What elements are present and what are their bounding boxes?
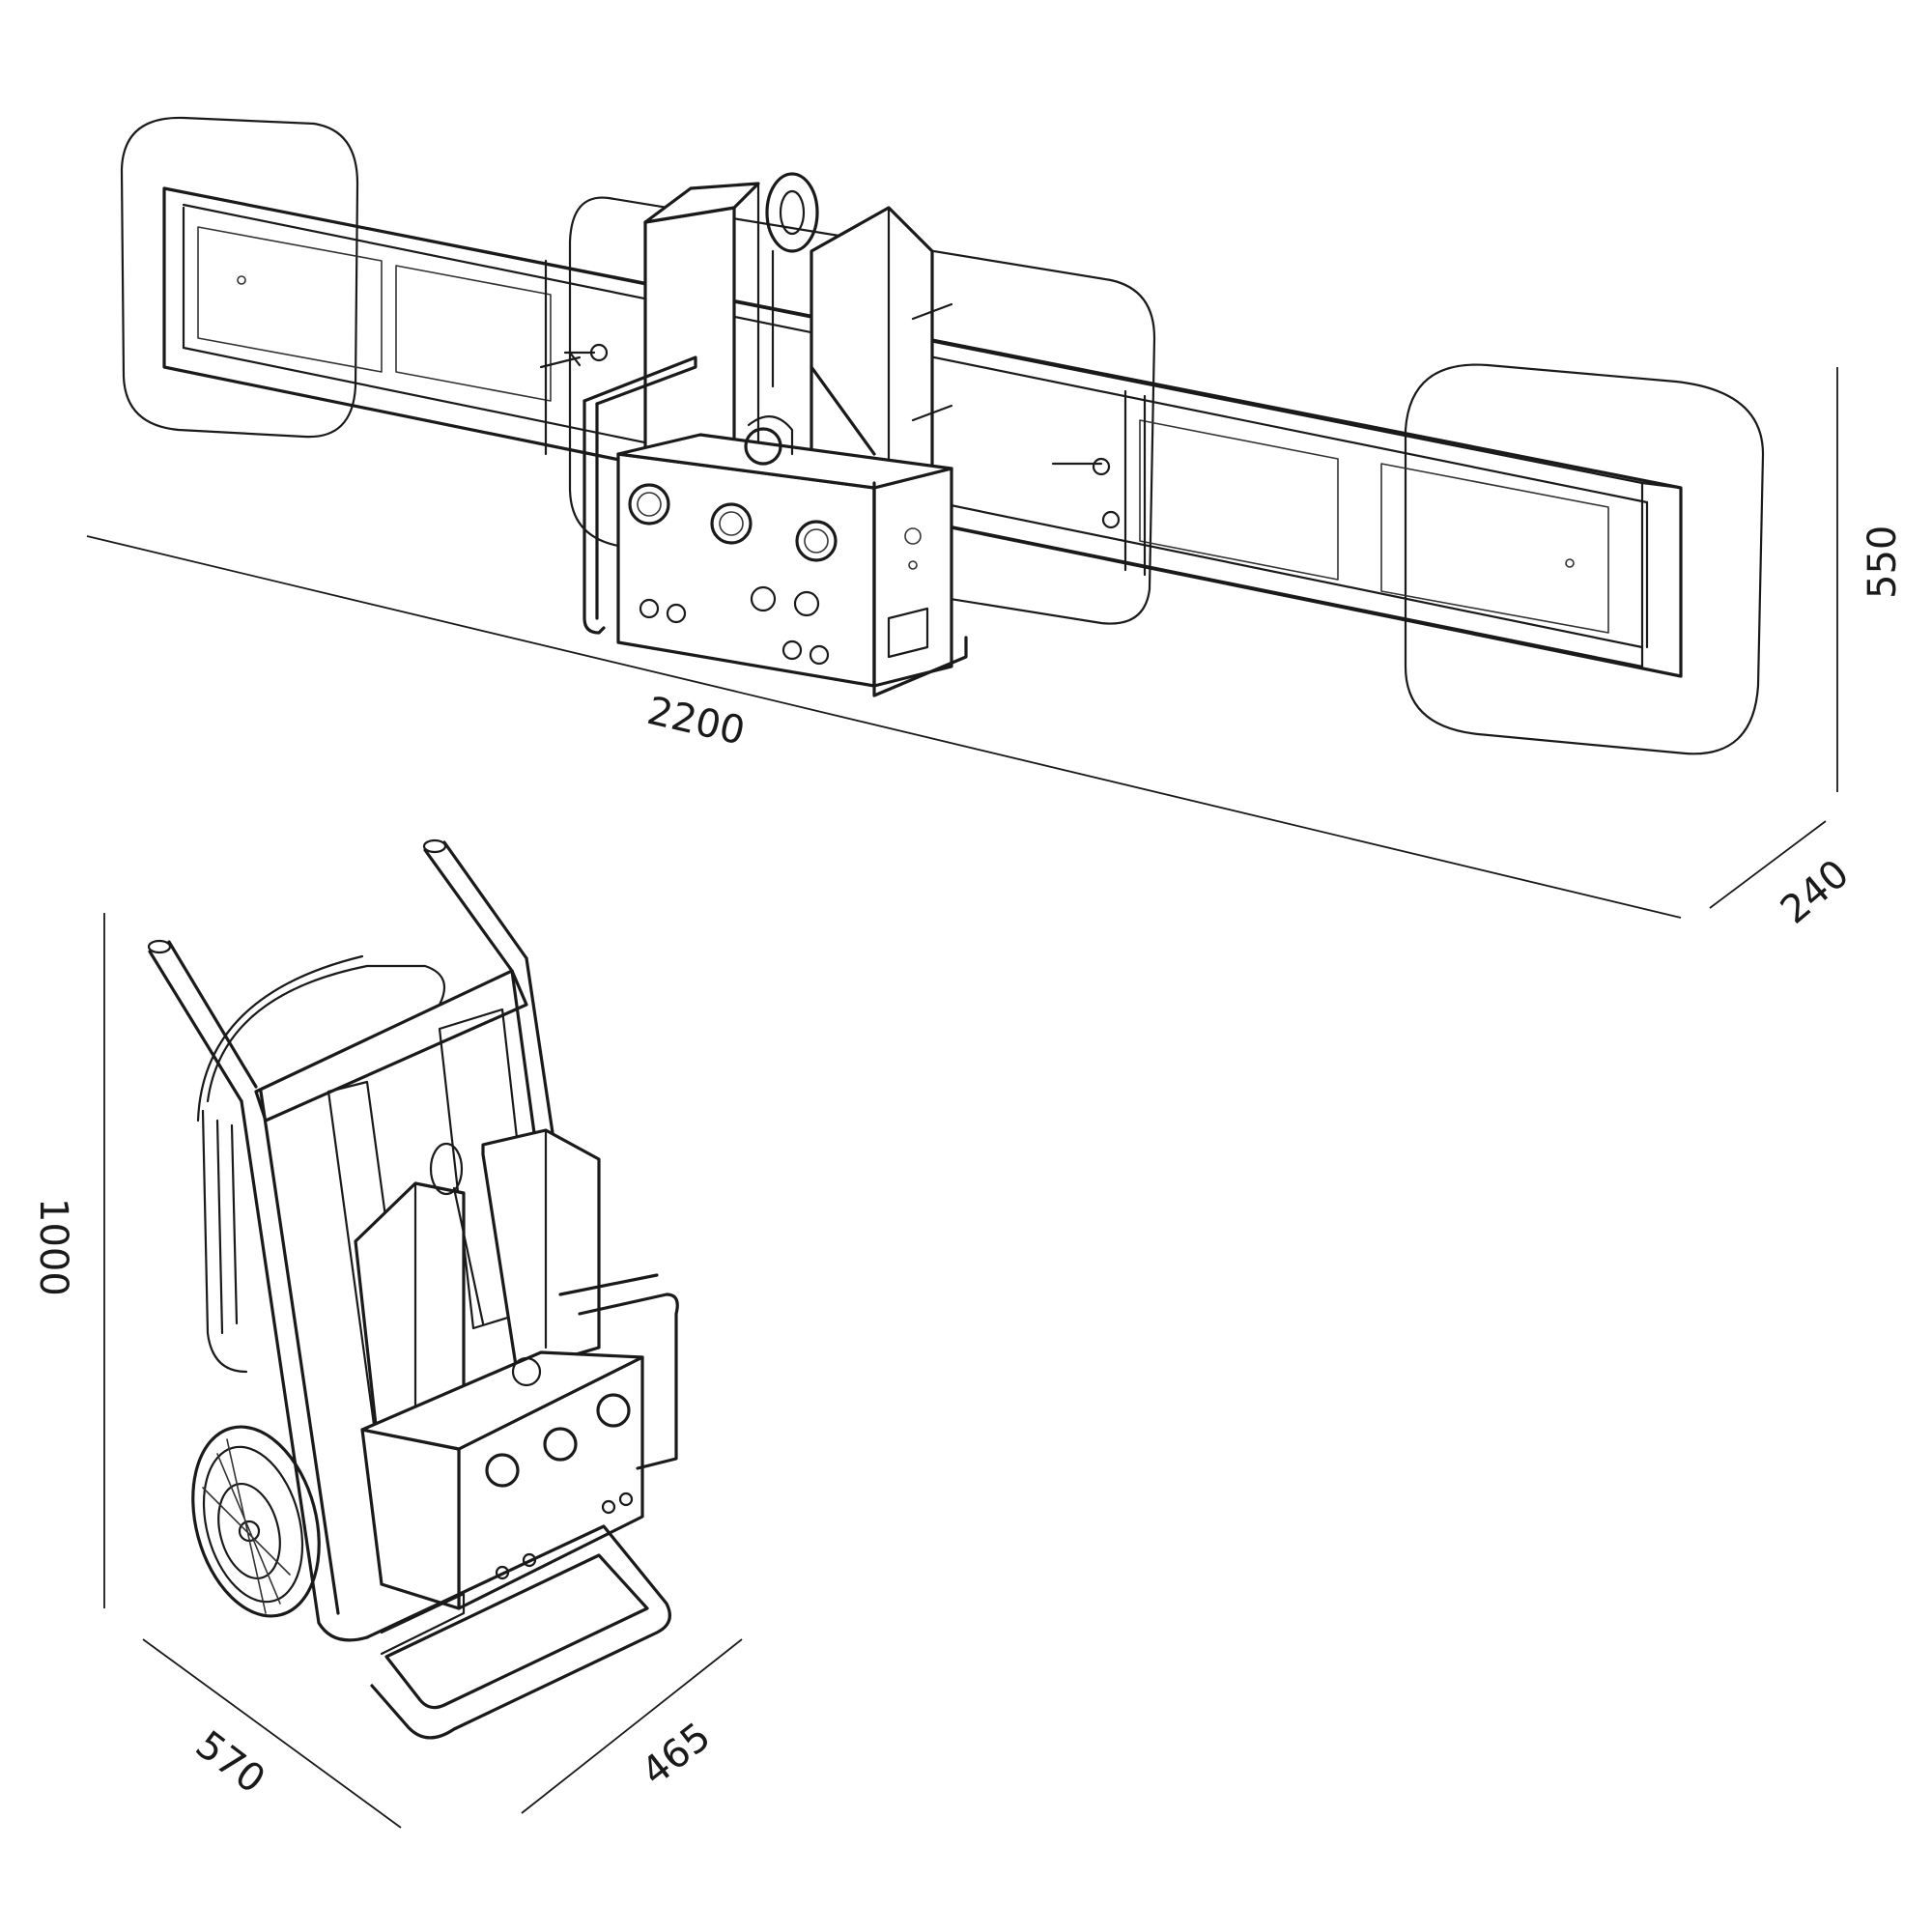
dim-label-1000: 1000 [31, 1198, 75, 1296]
transport-trolley [147, 838, 679, 1740]
lifting-eye [765, 172, 819, 388]
vacuum-gauge-3 [795, 520, 838, 562]
vacuum-lifter-assembly [120, 116, 1765, 755]
label-plate [887, 607, 929, 659]
dim-label-465: 465 [634, 1715, 719, 1795]
dim-label-550: 550 [1861, 526, 1905, 599]
dimension-lines [86, 367, 1838, 1829]
dim-line-465 [521, 1638, 743, 1814]
stored-suction-pads [196, 954, 446, 1374]
control-box [616, 415, 953, 688]
trolley-wheel [191, 1425, 321, 1618]
dim-label-240: 240 [1773, 851, 1858, 932]
trolley-handle-right [423, 848, 514, 973]
beam-handle-frame [539, 302, 968, 697]
vacuum-gauge-2 [710, 502, 753, 545]
release-switch [750, 585, 777, 612]
dim-line-570 [142, 1638, 402, 1829]
trolley-handle-left [148, 950, 243, 1103]
suction-pad-right [1404, 363, 1765, 755]
dim-label-2200: 2200 [643, 689, 750, 754]
vacuum-gauge-1 [628, 483, 670, 526]
dim-line-2200 [86, 535, 1682, 919]
trolley-control-box [360, 1350, 644, 1610]
trolley-base [365, 1524, 671, 1740]
dim-line-240 [1709, 820, 1827, 909]
dim-label-570: 570 [187, 1722, 273, 1803]
